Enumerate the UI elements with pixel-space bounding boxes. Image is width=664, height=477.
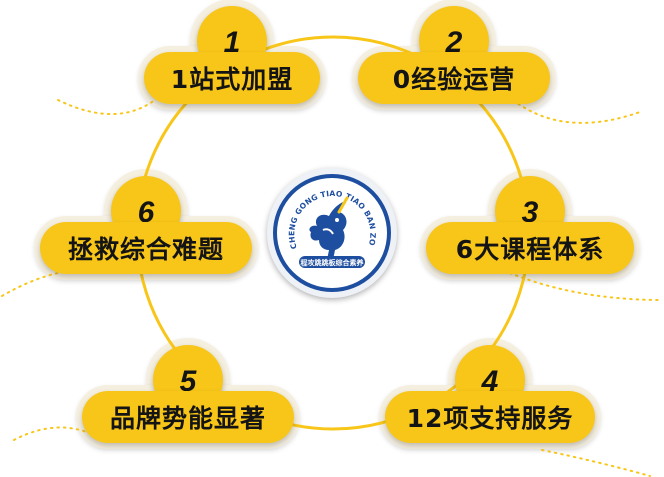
step-number: 2 — [445, 26, 463, 59]
dotted-curve — [1, 267, 119, 297]
step-label-pill: 1站式加盟 — [138, 46, 326, 110]
brand-logo: CHENG GONG TIAO TIAO BAN ZONG HE SU YANG… — [267, 168, 397, 298]
step-label-pill: 6大课程体系 — [420, 216, 640, 280]
dotted-curve — [497, 267, 663, 301]
step-number: 6 — [137, 196, 155, 229]
dotted-curves — [1, 95, 663, 477]
unicorn-icon — [309, 196, 349, 260]
step-number: 3 — [521, 196, 539, 229]
step-number: 1 — [223, 26, 241, 59]
dotted-curve — [541, 449, 651, 477]
logo-ring: CHENG GONG TIAO TIAO BAN ZONG HE SU YANG… — [273, 174, 391, 292]
logo-art: CHENG GONG TIAO TIAO BAN ZONG HE SU YANG… — [277, 178, 377, 268]
step-label: 0经验运营 — [392, 65, 516, 94]
step-label-pill: 品牌势能显著 — [76, 385, 300, 449]
step-number: 4 — [481, 365, 499, 398]
step-label: 6大课程体系 — [455, 235, 605, 264]
dotted-curve — [13, 426, 101, 441]
step-label-pill: 拯救综合难题 — [34, 216, 258, 280]
step-label-pill: 0经验运营 — [352, 46, 556, 110]
logo-banner — [299, 256, 365, 268]
step-label: 1站式加盟 — [170, 65, 294, 94]
dotted-curve — [507, 95, 641, 124]
step-label: 12项支持服务 — [406, 404, 574, 433]
step-label: 品牌势能显著 — [109, 404, 266, 433]
step-number: 5 — [179, 365, 197, 398]
dotted-curve — [57, 95, 161, 116]
step-label: 拯救综合难题 — [67, 235, 224, 264]
step-label-pill: 12项支持服务 — [379, 385, 601, 449]
logo-brand-text: 程攻跳跳板综合素养 — [301, 258, 364, 267]
